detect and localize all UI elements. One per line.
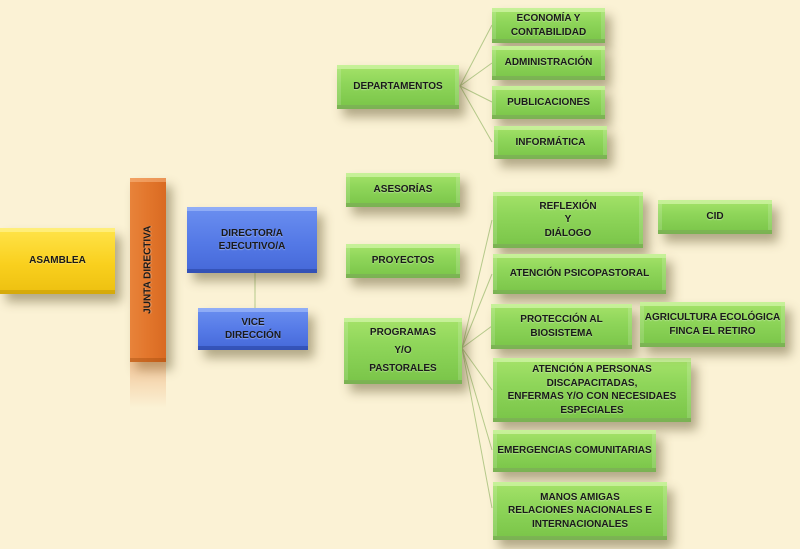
node-reflexion-dialogo: REFLEXIÓN Y DIÁLOGO	[493, 192, 643, 248]
connector-prog-biosistema	[461, 325, 493, 349]
node-proyectos-label: PROYECTOS	[371, 255, 435, 267]
node-publicaciones: PUBLICACIONES	[492, 86, 605, 119]
node-proteccion-biosistema-label: PROTECCIÓN AL BIOSISTEMA	[520, 314, 603, 339]
node-agricultura-ecologica-label: AGRICULTURA ECOLÓGICA FINCA EL RETIRO	[644, 312, 781, 337]
node-programas-label: PROGRAMAS Y/O PASTORALES	[369, 327, 437, 374]
node-departamentos: DEPARTAMENTOS	[337, 65, 459, 109]
connector-dept-informatica	[459, 85, 493, 143]
junta-reflection	[130, 362, 166, 408]
node-cid-label: CID	[706, 211, 724, 223]
connector-prog-reflexion	[461, 219, 493, 349]
node-economia-label: ECONOMÍA Y CONTABILIDAD	[510, 13, 587, 38]
node-emergencias-comunitarias: EMERGENCIAS COMUNITARIAS	[493, 430, 656, 472]
node-director: DIRECTOR/A EJECUTIVO/A	[187, 207, 317, 273]
node-director-label: DIRECTOR/A EJECUTIVO/A	[218, 227, 286, 253]
node-proteccion-biosistema: PROTECCIÓN AL BIOSISTEMA	[491, 304, 632, 349]
node-atencion-discapacitadas: ATENCIÓN A PERSONAS DISCAPACITADAS, ENFE…	[493, 358, 691, 422]
node-asamblea-label: ASAMBLEA	[29, 255, 86, 267]
node-emergencias-comunitarias-label: EMERGENCIAS COMUNITARIAS	[497, 445, 652, 457]
node-manos-amigas-label: MANOS AMIGAS RELACIONES NACIONALES E INT…	[508, 491, 652, 530]
connector-prog-emergencias	[461, 347, 493, 451]
node-junta-directiva-label: JUNTA DIRECTIVA	[142, 225, 154, 315]
node-manos-amigas: MANOS AMIGAS RELACIONES NACIONALES E INT…	[493, 482, 667, 540]
node-atencion-discapacitadas-label: ATENCIÓN A PERSONAS DISCAPACITADAS, ENFE…	[507, 364, 677, 416]
connector-prog-discapacitadas	[461, 347, 493, 391]
node-agricultura-ecologica: AGRICULTURA ECOLÓGICA FINCA EL RETIRO	[640, 302, 785, 347]
node-vice-direccion-label: VICE DIRECCIÓN	[224, 316, 282, 342]
node-administracion: ADMINISTRACIÓN	[492, 46, 605, 80]
node-publicaciones-label: PUBLICACIONES	[507, 96, 590, 108]
node-vice-direccion: VICE DIRECCIÓN	[198, 308, 308, 350]
node-programas: PROGRAMAS Y/O PASTORALES	[344, 318, 462, 384]
connector-dept-publicaciones	[459, 85, 493, 103]
node-asesorias: ASESORÍAS	[346, 173, 460, 207]
connector-prog-manos	[461, 347, 493, 509]
node-atencion-psicopastoral-label: ATENCIÓN PSICOPASTORAL	[509, 268, 650, 280]
connector-prog-psicopastoral	[461, 273, 493, 349]
node-administracion-label: ADMINISTRACIÓN	[504, 57, 593, 69]
node-reflexion-dialogo-label: REFLEXIÓN Y DIÁLOGO	[539, 200, 597, 239]
node-asesorias-label: ASESORÍAS	[373, 184, 433, 196]
connector-dept-economia	[459, 24, 493, 87]
node-informatica: INFORMÁTICA	[494, 126, 607, 159]
node-economia: ECONOMÍA Y CONTABILIDAD	[492, 8, 605, 43]
node-departamentos-label: DEPARTAMENTOS	[353, 81, 443, 93]
node-junta-directiva: JUNTA DIRECTIVA	[130, 178, 166, 362]
node-cid: CID	[658, 200, 772, 234]
connector-dept-administracion	[459, 62, 493, 87]
node-atencion-psicopastoral: ATENCIÓN PSICOPASTORAL	[493, 254, 666, 294]
node-asamblea: ASAMBLEA	[0, 228, 115, 294]
node-proyectos: PROYECTOS	[346, 244, 460, 278]
node-informatica-label: INFORMÁTICA	[515, 136, 586, 148]
